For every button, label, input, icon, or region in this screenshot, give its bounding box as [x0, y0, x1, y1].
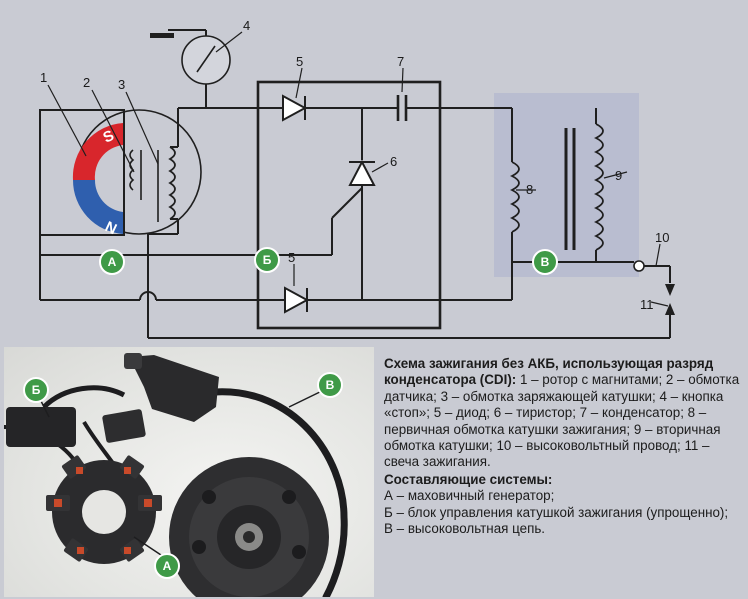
- control-block: [256, 80, 442, 330]
- diode-top: [282, 94, 308, 122]
- badge-b: Б: [254, 247, 280, 273]
- primary-winding: [509, 161, 520, 233]
- badge-a: А: [99, 249, 125, 275]
- system-b: Б – блок управления катушкой зажигания (…: [384, 504, 729, 520]
- svg-text:В: В: [326, 378, 335, 392]
- magnet-north: [72, 180, 123, 234]
- svg-text:А: А: [108, 255, 117, 269]
- photo-badge-a: А: [154, 553, 180, 579]
- label-9: 9: [615, 168, 622, 183]
- badge-v: В: [532, 249, 558, 275]
- spark-plug-top: [665, 284, 675, 296]
- system-v: В – высоковольтная цепь.: [384, 521, 546, 537]
- label-4: 4: [243, 18, 250, 33]
- label-11: 11: [640, 297, 654, 312]
- generator-housing: [39, 109, 125, 236]
- label-2: 2: [83, 75, 90, 90]
- charging-coil: [168, 146, 176, 220]
- svg-text:В: В: [541, 255, 550, 269]
- label-3: 3: [118, 77, 125, 92]
- label-5-bottom: 5: [288, 250, 295, 265]
- diode-bottom: [284, 286, 310, 314]
- thyristor: [348, 159, 376, 186]
- label-5-top: 5: [296, 54, 303, 69]
- label-8: 8: [526, 182, 533, 197]
- caption-main: Схема зажигания без АКБ, использующая ра…: [384, 356, 744, 471]
- cdi-ignition-schematic: S N 1 2 3 4 5 7 6 5 8 9 10 11 А Б В: [39, 18, 675, 339]
- label-7: 7: [397, 54, 404, 69]
- systems-title: Составляющие системы:: [384, 471, 553, 487]
- system-a: А – маховичный генератор;: [384, 488, 555, 504]
- label-6: 6: [390, 154, 397, 169]
- control-unit-drawing: [6, 407, 76, 447]
- label-1: 1: [40, 70, 47, 85]
- components-photo: Б В А: [4, 347, 374, 597]
- photo-badge-b: Б: [23, 377, 49, 403]
- hv-terminal: [633, 260, 645, 272]
- hv-cable-drawing: [210, 388, 348, 597]
- ignition-coil-drawing: [129, 355, 219, 422]
- svg-text:А: А: [163, 559, 172, 573]
- secondary-winding: [593, 123, 604, 251]
- ground-stop: [150, 33, 174, 38]
- spark-plug-bottom: [665, 303, 675, 315]
- photo-badge-v: В: [317, 372, 343, 398]
- svg-text:Б: Б: [263, 253, 272, 267]
- caption-title: Схема зажигания без АКБ, использующая ра…: [384, 356, 714, 388]
- svg-text:Б: Б: [32, 383, 41, 397]
- caption-items: 1 – ротор с магнитами; 2 – обмотка датчи…: [384, 372, 740, 470]
- caption: Схема зажигания без АКБ, использующая ра…: [384, 356, 744, 537]
- label-10: 10: [655, 230, 669, 245]
- magnet-south: [72, 123, 123, 180]
